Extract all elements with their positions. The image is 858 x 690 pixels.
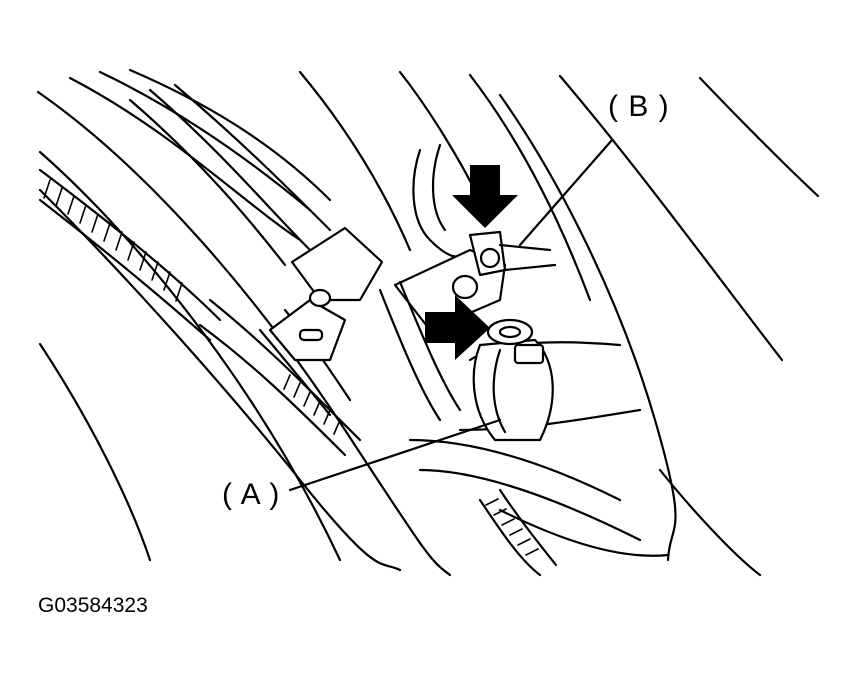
callout-label-b: ( B ) bbox=[608, 90, 670, 123]
pipes bbox=[128, 83, 384, 417]
leader-line-a bbox=[288, 418, 502, 492]
hose-a bbox=[408, 318, 670, 557]
callout-label-a: ( A ) bbox=[222, 478, 281, 511]
leader-line-b bbox=[518, 138, 614, 247]
bracket-assembly bbox=[378, 143, 557, 422]
arrow-right-icon bbox=[425, 295, 490, 360]
body-panel-lines bbox=[36, 68, 820, 577]
wire-harness bbox=[38, 168, 558, 577]
arrow-down-icon bbox=[452, 165, 518, 228]
figure-id: G03584323 bbox=[38, 594, 148, 617]
